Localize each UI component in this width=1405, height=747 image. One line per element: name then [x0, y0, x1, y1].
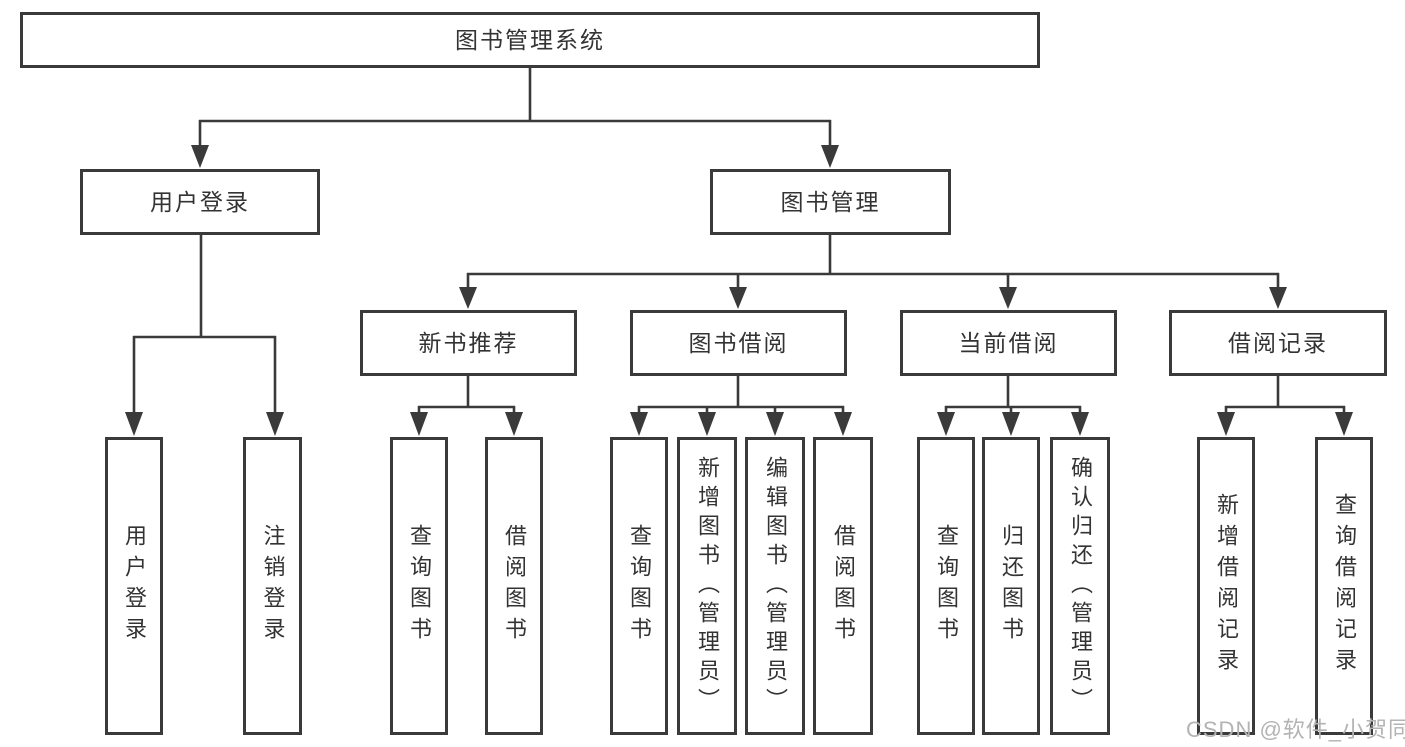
node-current-borrowing: 当前借阅 [900, 310, 1117, 376]
leaf-user-login: 用户登录 [105, 437, 163, 735]
node-library-system: 图书管理系统 [20, 12, 1040, 68]
leaf-add-borrow-record: 新增借阅记录 [1197, 437, 1255, 735]
leaf-add-book-admin: 新增图书（管理员） [677, 437, 737, 735]
wire-book-borrowing-children [630, 376, 852, 436]
wire-root-to-level2 [191, 68, 839, 168]
node-borrowing-records: 借阅记录 [1169, 310, 1387, 376]
node-user-login: 用户登录 [80, 169, 320, 235]
wire-borrowing-records-children [1217, 376, 1353, 436]
leaf-logout: 注销登录 [243, 437, 302, 735]
leaf-query-books-current: 查询图书 [917, 437, 975, 735]
wire-new-book-children [410, 376, 523, 436]
leaf-return-book: 归还图书 [982, 437, 1040, 735]
leaf-query-books-recommend: 查询图书 [390, 437, 448, 735]
leaf-edit-book-admin: 编辑图书（管理员） [745, 437, 805, 735]
watermark: CSDN @软件_小贺同学 [1186, 717, 1405, 742]
leaf-borrow-books-borrowing: 借阅图书 [813, 437, 873, 735]
leaf-borrow-books-recommend: 借阅图书 [485, 437, 543, 735]
wire-user-login-children [125, 235, 284, 436]
node-book-management: 图书管理 [710, 169, 951, 235]
wire-book-management-to-level3 [459, 235, 1287, 309]
wire-current-borrowing-children [937, 376, 1089, 436]
leaf-query-books-borrowing: 查询图书 [610, 437, 668, 735]
node-book-borrowing: 图书借阅 [630, 310, 847, 376]
node-new-book-recommendation: 新书推荐 [360, 310, 577, 376]
leaf-confirm-return-admin: 确认归还（管理员） [1050, 437, 1110, 735]
leaf-query-borrow-record: 查询借阅记录 [1315, 437, 1373, 735]
